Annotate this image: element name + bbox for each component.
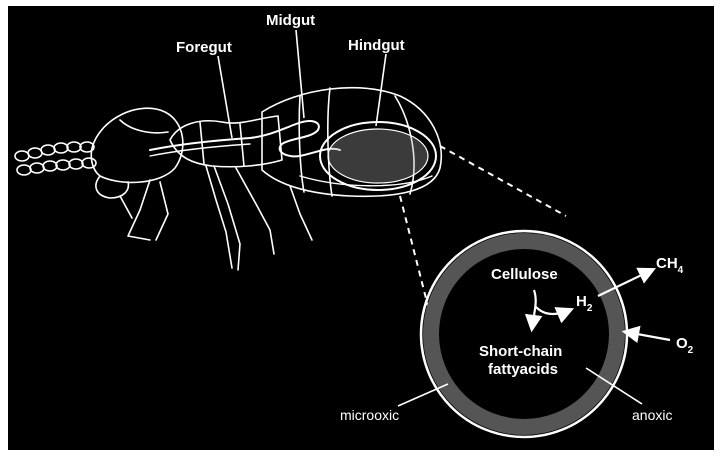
scfa-label-line1: Short-chain [479, 343, 562, 360]
anoxic-label: anoxic [632, 407, 672, 423]
foregut-label: Foregut [176, 39, 232, 56]
hindgut-cross-section [421, 231, 627, 437]
microoxic-label: microoxic [340, 407, 399, 423]
scfa-label-line2: fattyacids [488, 361, 558, 378]
midgut-label: Midgut [266, 12, 315, 29]
cellulose-label: Cellulose [491, 266, 558, 283]
hindgut-label: Hindgut [348, 37, 405, 54]
